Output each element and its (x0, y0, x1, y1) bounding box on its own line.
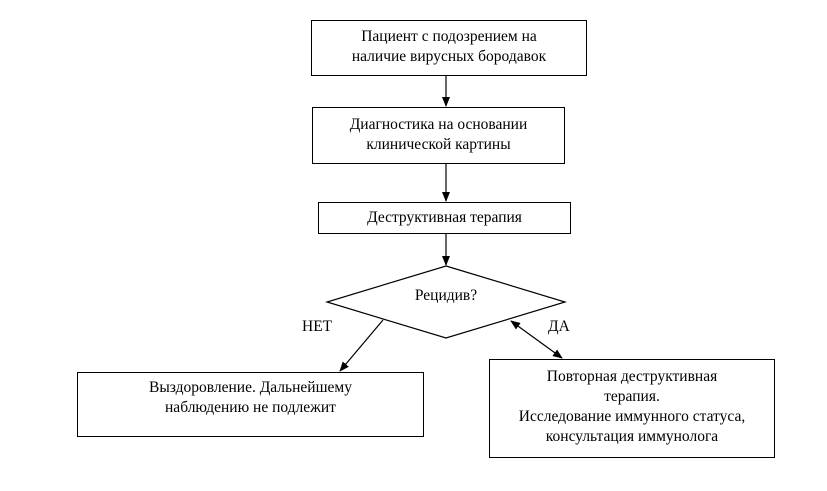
node-text-line: Диагностика на основании (349, 116, 528, 133)
edge-label-yes: ДА (548, 318, 570, 335)
edge-label-no: НЕТ (302, 318, 333, 335)
node-clinical-diagnosis: Диагностика на основании клинической кар… (312, 107, 565, 164)
arrow-yes-bidirectional (510, 320, 563, 359)
arrow-no-to-recovery (339, 319, 384, 372)
decision-diamond (324, 265, 568, 339)
node-text-line: клинической картины (366, 136, 511, 153)
node-recovery: Выздоровление. Дальнейшему наблюдению не… (77, 372, 424, 437)
node-text-line: консультация иммунолога (545, 428, 719, 445)
decision-label: Рецидив? (414, 287, 478, 304)
node-text-line: Повторная деструктивная (546, 368, 718, 385)
node-text-line: Исследование иммунного статуса, (518, 408, 746, 425)
node-destructive-therapy: Деструктивная терапия (318, 202, 571, 234)
node-text-line: наблюдению не подлежит (165, 399, 336, 416)
node-text-line: Выздоровление. Дальнейшему (149, 379, 352, 396)
node-suspected-patient: Пациент с подозрением на наличие вирусны… (311, 20, 587, 76)
node-text-line: Пациент с подозрением на (361, 28, 537, 45)
node-text-line: терапия. (604, 388, 660, 405)
node-text-line: наличие вирусных бородавок (351, 48, 547, 65)
node-text-line: Деструктивная терапия (367, 209, 522, 226)
node-repeat-therapy: Повторная деструктивная терапия. Исследо… (489, 359, 775, 458)
